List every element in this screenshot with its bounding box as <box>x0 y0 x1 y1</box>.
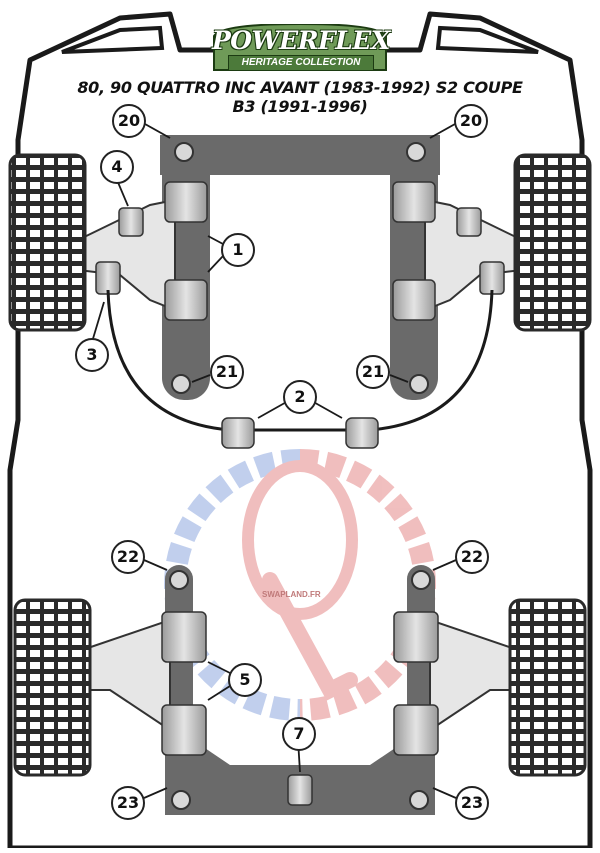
logo-brand-text: POWERFLEX <box>212 26 390 55</box>
callout-1: 1 <box>221 233 255 267</box>
rear-mount-hole-tr <box>411 570 431 590</box>
callout-21-right: 21 <box>356 355 390 389</box>
callout-23-left: 23 <box>111 786 145 820</box>
watermark-text: SWAPLAND.FR <box>262 590 321 599</box>
rear-mount-hole-tl <box>169 570 189 590</box>
callout-2: 2 <box>283 380 317 414</box>
left-headlight <box>61 25 165 54</box>
rear-mount-hole-br <box>409 790 429 810</box>
rear-right-tyre <box>508 598 587 777</box>
callout-4: 4 <box>100 150 134 184</box>
logo-collection-text: HERITAGE COLLECTION <box>228 55 374 71</box>
front-mount-hole-tl <box>174 142 194 162</box>
title-line-2: B3 (1991-1996) <box>232 97 368 116</box>
front-outer-bushings <box>95 207 505 295</box>
watermark <box>164 449 436 721</box>
front-mount-hole-tr <box>406 142 426 162</box>
rear-left-arm <box>81 618 171 732</box>
car-body-outline <box>7 11 593 851</box>
front-inner-bushings <box>164 181 436 321</box>
front-left-tyre <box>8 153 87 332</box>
callout-22-right: 22 <box>455 540 489 574</box>
callout-21-left: 21 <box>210 355 244 389</box>
anti-roll-bar-bush-left <box>221 417 255 449</box>
callout-5: 5 <box>228 663 262 697</box>
rear-left-tyre <box>13 598 92 777</box>
callout-3: 3 <box>75 338 109 372</box>
rear-right-arm <box>429 618 519 732</box>
right-headlight <box>435 25 539 54</box>
rear-bushings <box>161 611 439 806</box>
callout-23-right: 23 <box>455 786 489 820</box>
title-line-1: 80, 90 QUATTRO INC AVANT (1983-1992) S2 … <box>77 78 523 97</box>
callout-20-left: 20 <box>112 104 146 138</box>
callout-7: 7 <box>282 717 316 751</box>
front-mount-hole-bl <box>171 374 191 394</box>
callout-22-left: 22 <box>111 540 145 574</box>
front-mount-hole-br <box>409 374 429 394</box>
front-subframe <box>160 135 440 400</box>
powerflex-logo: POWERFLEX HERITAGE COLLECTION <box>212 24 390 72</box>
leader-lines <box>91 123 457 799</box>
anti-roll-bar <box>106 289 494 432</box>
callout-20-right: 20 <box>454 104 488 138</box>
front-right-tyre <box>513 153 592 332</box>
anti-roll-bar-bush-right <box>345 417 379 449</box>
rear-mount-hole-bl <box>171 790 191 810</box>
